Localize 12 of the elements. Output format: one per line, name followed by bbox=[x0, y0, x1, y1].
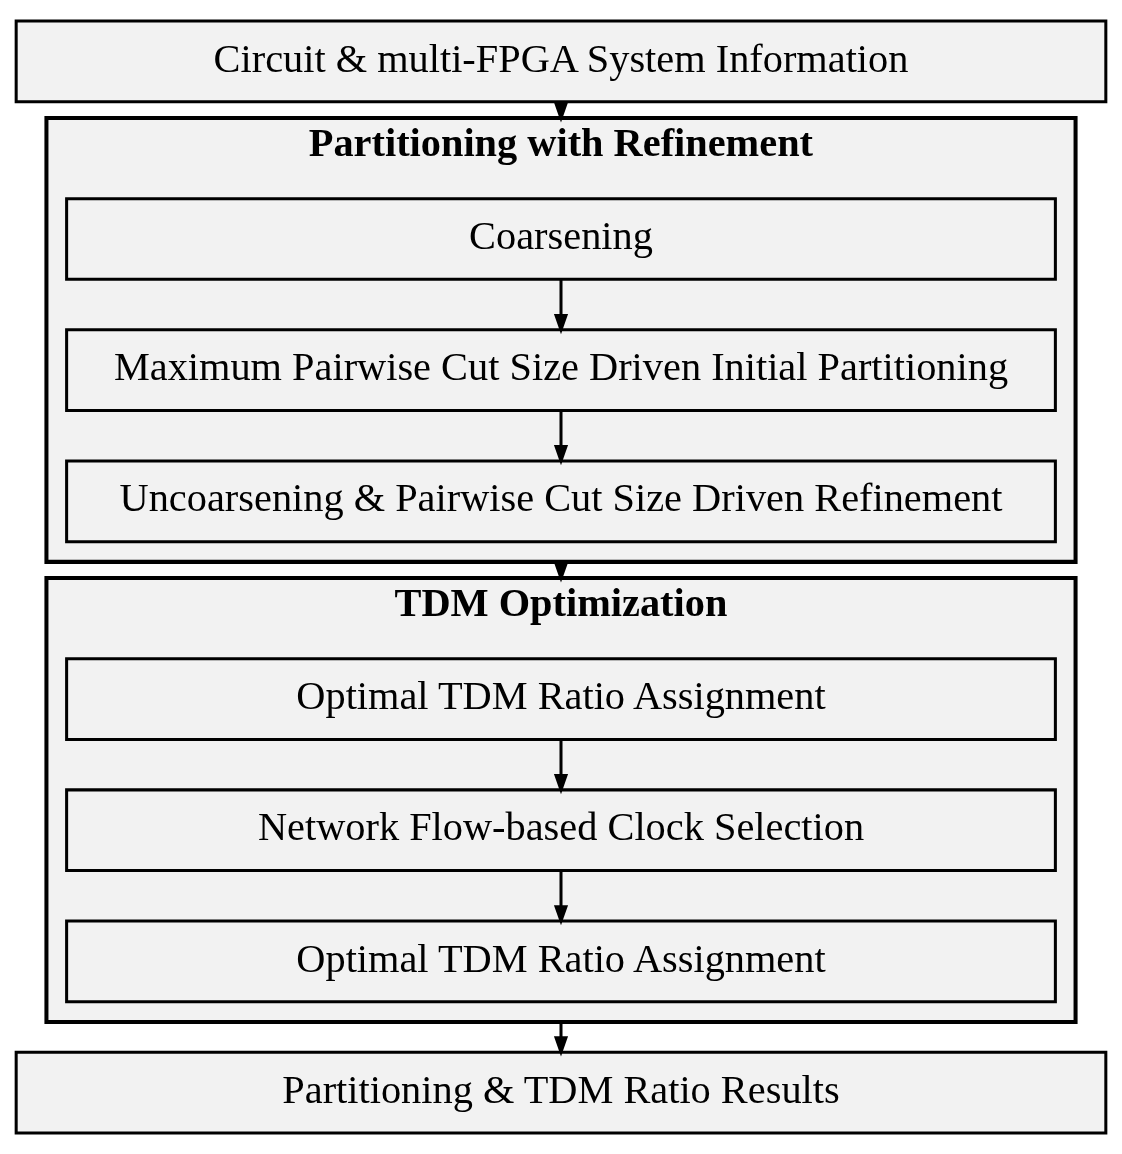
arrow bbox=[553, 739, 569, 795]
arrow bbox=[553, 1021, 569, 1057]
node-box: Optimal TDM Ratio Assignment bbox=[65, 919, 1057, 1004]
node-box: Maximum Pairwise Cut Size Driven Initial Partitioning bbox=[65, 328, 1057, 413]
node-box: Uncoarsening & Pairwise Cut Size Driven Refinement bbox=[65, 459, 1057, 544]
arrow bbox=[553, 411, 569, 466]
node-box: Partitioning & TDM Ratio Results bbox=[14, 1050, 1108, 1135]
node-box: Optimal TDM Ratio Assignment bbox=[65, 657, 1057, 741]
arrow bbox=[553, 871, 569, 926]
node-box: Coarsening bbox=[65, 197, 1057, 281]
arrow bbox=[553, 279, 569, 335]
node-box: Network Flow-based Clock Selection bbox=[65, 788, 1057, 873]
